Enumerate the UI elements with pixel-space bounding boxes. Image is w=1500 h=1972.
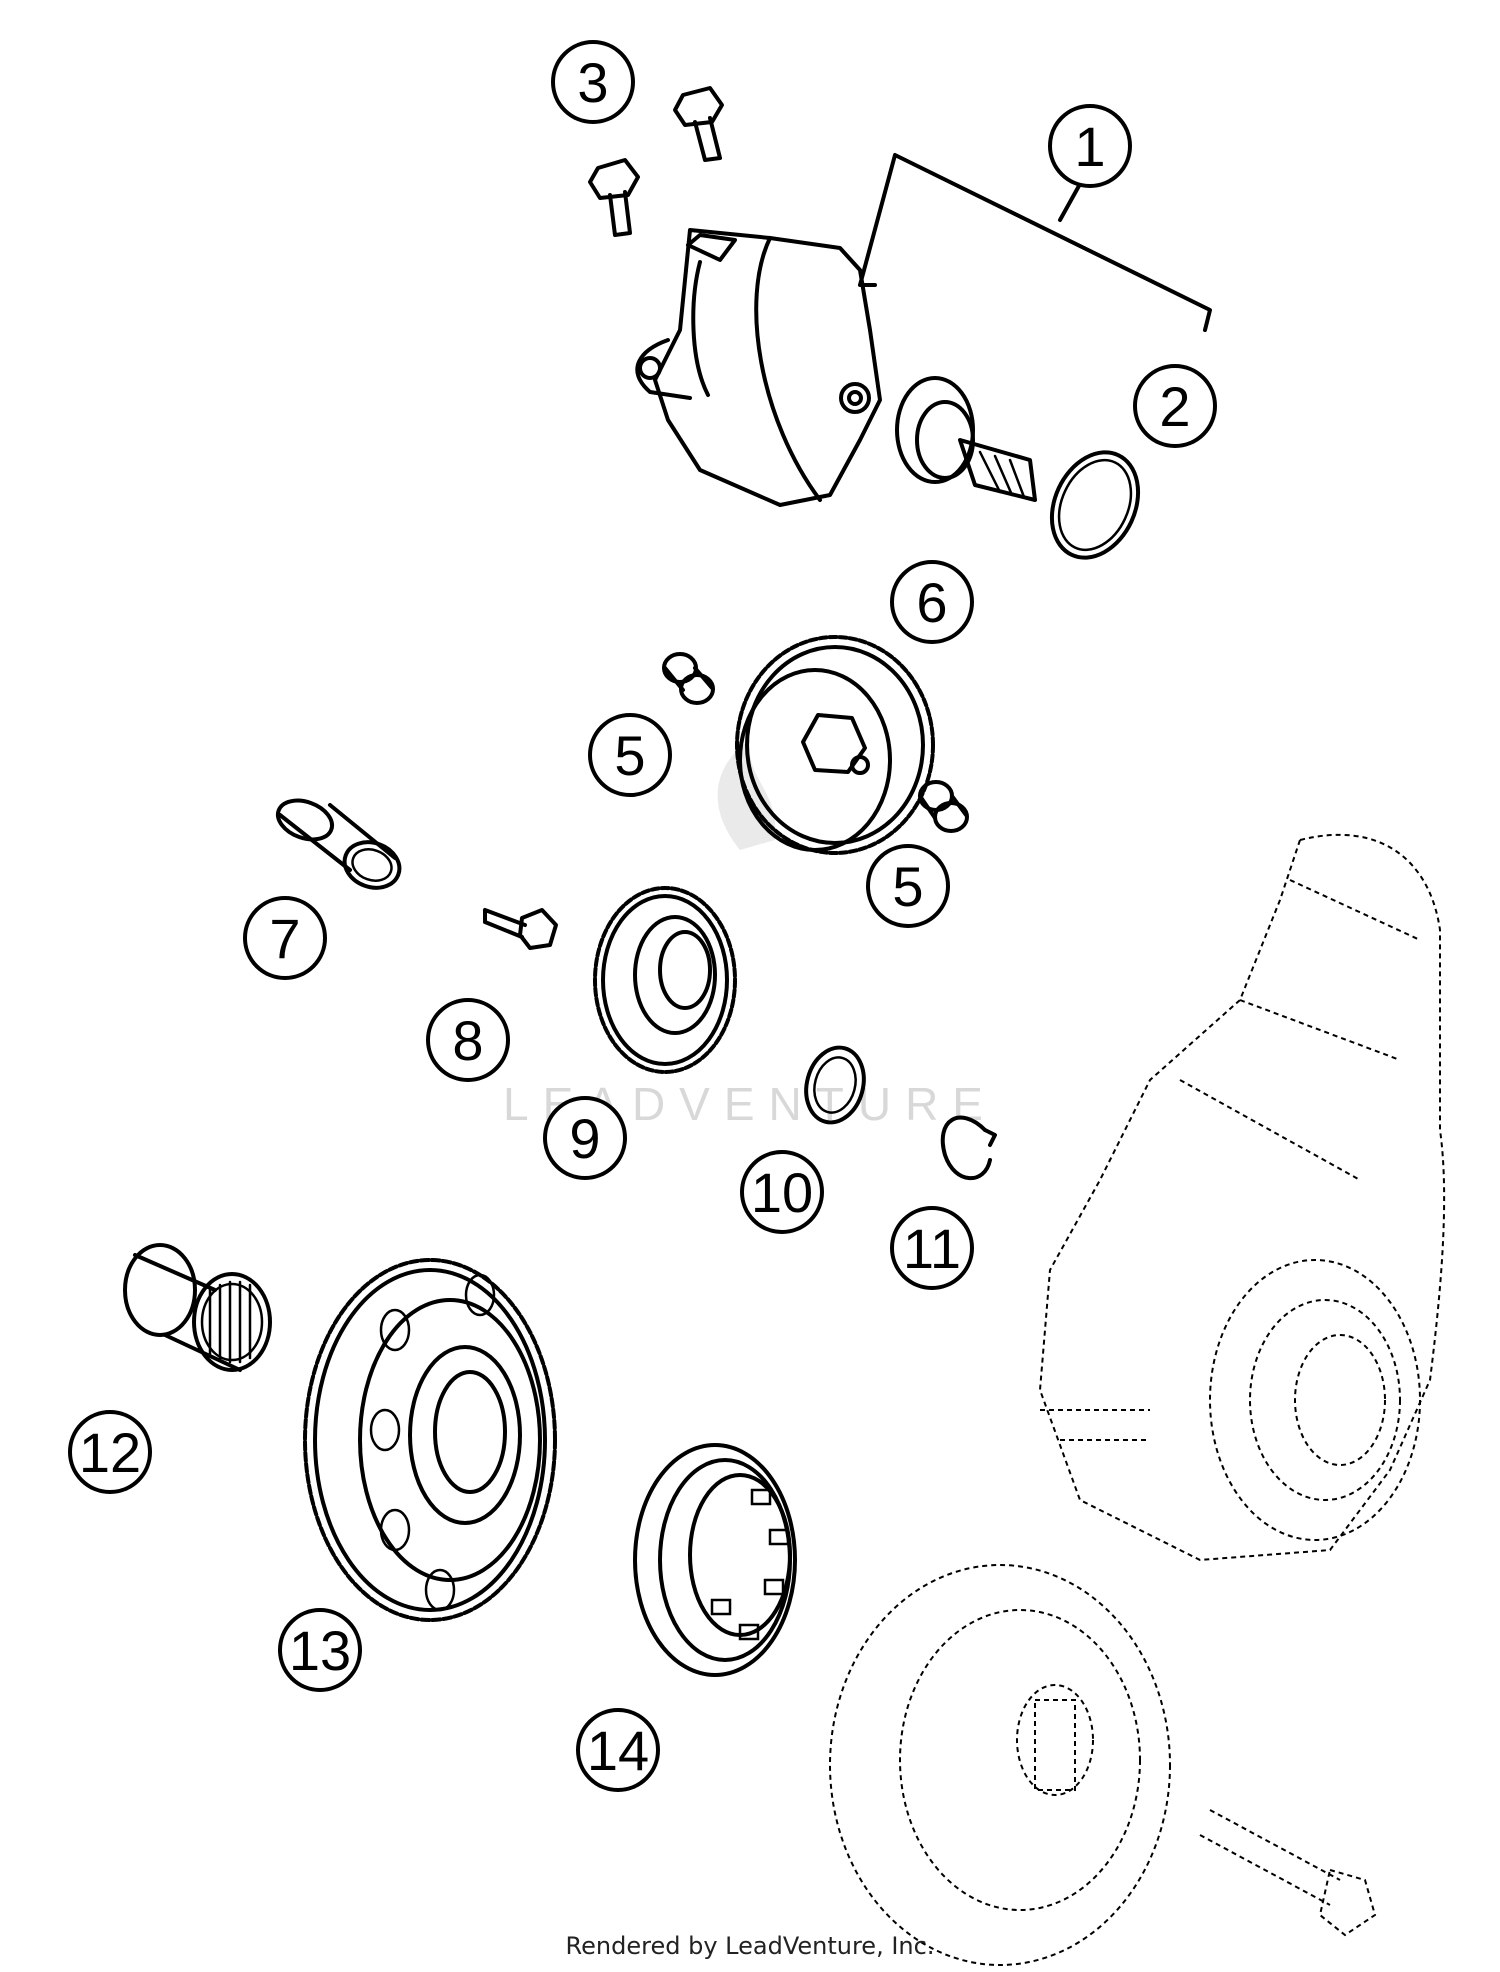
callout: 14: [576, 1708, 660, 1792]
bushing: [662, 652, 715, 705]
sleeve: [275, 798, 402, 890]
starter-bolt: [673, 86, 724, 162]
callout-label: 9: [569, 1107, 600, 1170]
screw: [483, 908, 558, 950]
o-ring: [1049, 450, 1141, 560]
circlip: [940, 1115, 997, 1181]
freewheel: [633, 1443, 797, 1677]
callout-label: 8: [452, 1009, 483, 1072]
callout: 1: [1048, 104, 1132, 188]
callout: 13: [278, 1608, 362, 1692]
callout-label: 5: [892, 855, 923, 918]
callout: 10: [740, 1150, 824, 1234]
callout-label: 3: [577, 51, 608, 114]
callout-label: 13: [289, 1619, 351, 1682]
callout: 2: [1133, 364, 1217, 448]
callout-label: 2: [1159, 375, 1190, 438]
callout-label: 7: [269, 907, 300, 970]
footer-credit: Rendered by LeadVenture, Inc.: [565, 1932, 935, 1960]
callout-label: 10: [751, 1161, 813, 1224]
washer: [804, 1045, 866, 1125]
callout-label: 12: [79, 1421, 141, 1484]
callout: 12: [68, 1410, 152, 1494]
callout: 3: [551, 40, 635, 124]
crankcase-ghost: [1038, 833, 1446, 1562]
starter-motor: [635, 228, 1037, 507]
callout: 5: [588, 713, 672, 797]
starter-bolt: [588, 158, 640, 237]
callout: 9: [543, 1096, 627, 1180]
callout-label: 14: [587, 1719, 649, 1782]
callout-label: 1: [1074, 115, 1105, 178]
callout: 5: [866, 844, 950, 928]
callout-label: 6: [916, 571, 947, 634]
bushing: [918, 780, 969, 833]
callout-label: 11: [903, 1217, 961, 1280]
idler-gear: [593, 886, 737, 1074]
intermediate-gear: [735, 635, 935, 855]
callout: 7: [243, 896, 327, 980]
callout-label: 5: [614, 724, 645, 787]
callout: 11: [890, 1206, 974, 1290]
callout: 8: [426, 998, 510, 1082]
starter-gear: [303, 1258, 557, 1622]
assembly-bracket: [858, 153, 1212, 332]
needle-bearing: [123, 1243, 272, 1372]
callout: 6: [890, 560, 974, 644]
flywheel-ghost: [829, 1564, 1377, 1966]
